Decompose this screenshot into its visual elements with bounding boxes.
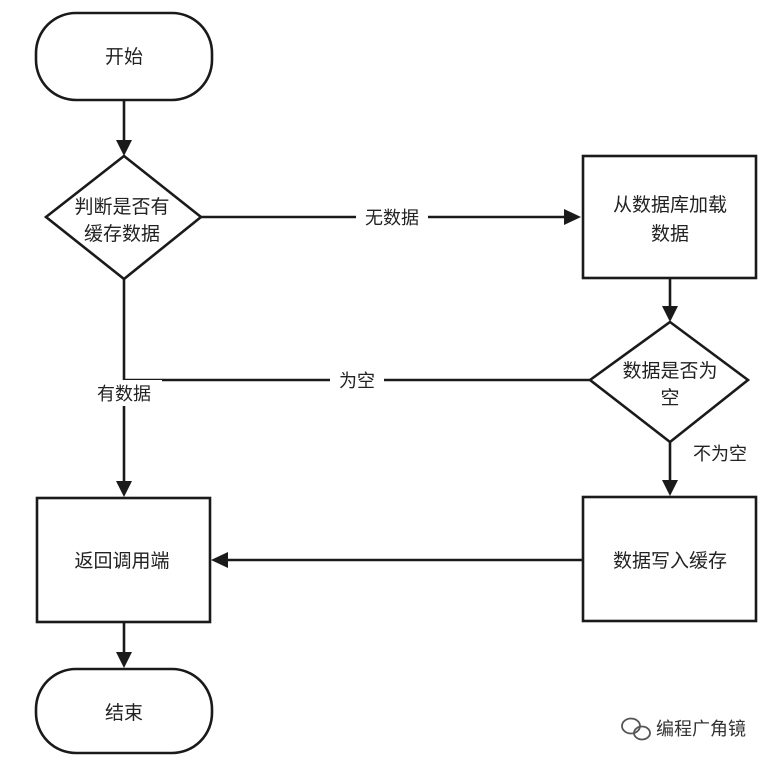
watermark-text: 编程广角镜 xyxy=(656,719,746,740)
has-data-label-bg xyxy=(86,380,162,406)
end-node: 结束 xyxy=(34,667,214,755)
check-cache-decision: 判断是否有 缓存数据 xyxy=(43,154,204,281)
edge-write-to-return xyxy=(211,552,583,568)
not-empty-label: 不为空 xyxy=(693,444,747,465)
check-cache-label-line2: 缓存数据 xyxy=(84,223,160,245)
check-empty-decision: 数据是否为 空 xyxy=(587,320,751,444)
load-db-label-line1: 从数据库加载 xyxy=(613,194,727,216)
end-label: 结束 xyxy=(105,702,143,724)
is-empty-label-bg xyxy=(330,367,384,393)
no-data-label: 无数据 xyxy=(365,208,419,229)
edge-not-empty xyxy=(662,442,678,496)
return-caller-label: 返回调用端 xyxy=(74,550,169,572)
start-node: 开始 xyxy=(34,11,214,102)
edge-start-to-check-cache xyxy=(116,100,132,156)
check-empty-label-line2: 空 xyxy=(660,387,679,409)
load-db-label-line2: 数据 xyxy=(651,223,689,245)
check-cache-label-line1: 判断是否有 xyxy=(74,196,169,218)
is-empty-label: 为空 xyxy=(339,371,375,392)
has-data-label: 有数据 xyxy=(97,384,151,405)
watermark: 编程广角镜 xyxy=(621,717,746,741)
return-caller-process: 返回调用端 xyxy=(35,496,212,624)
load-db-process: 从数据库加载 数据 xyxy=(581,154,758,280)
write-cache-label: 数据写入缓存 xyxy=(613,550,727,572)
check-empty-label-line1: 数据是否为 xyxy=(622,360,717,382)
write-cache-process: 数据写入缓存 xyxy=(581,495,758,623)
edge-load-to-check-empty xyxy=(662,278,678,322)
start-label: 开始 xyxy=(105,46,143,68)
wechat-icon xyxy=(621,717,651,741)
no-data-label-bg xyxy=(356,204,428,230)
edge-return-to-end xyxy=(116,622,132,668)
